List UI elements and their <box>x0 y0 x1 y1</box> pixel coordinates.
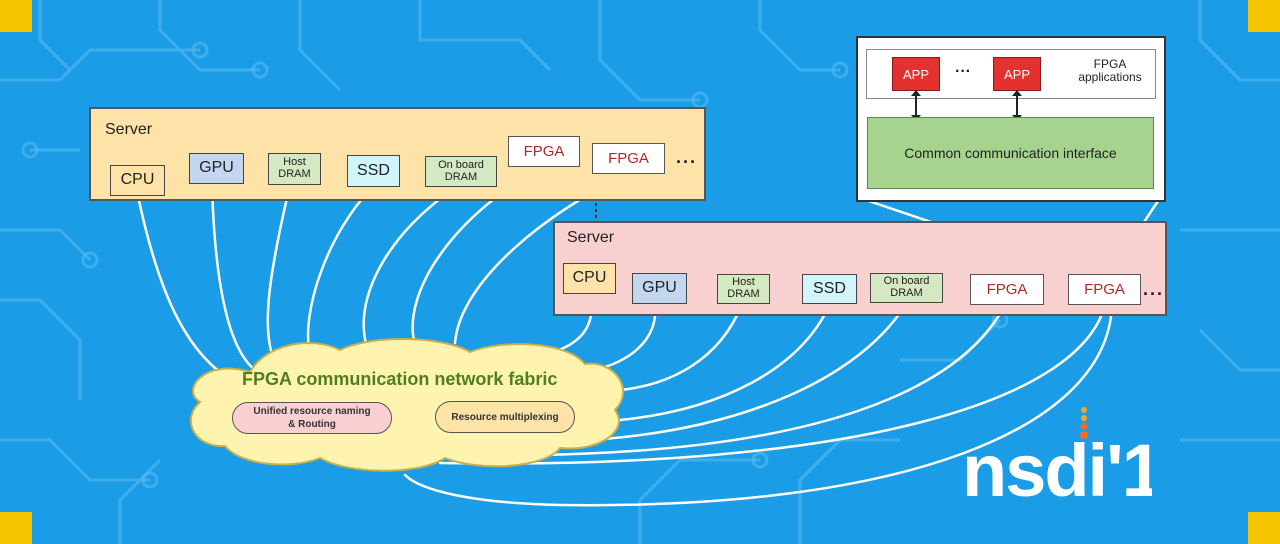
resource-naming-routing-pill: Unified resource naming & Routing <box>232 402 392 434</box>
server-2-title: Server <box>567 229 615 246</box>
server-2-ellipsis: ··· <box>1143 284 1164 304</box>
common-communication-interface: Common communication interface <box>867 117 1154 189</box>
server-2-ssd: SSD <box>802 274 857 304</box>
corner-decoration <box>1248 512 1280 544</box>
server-1-host-dram: Host DRAM <box>268 153 321 185</box>
server-2-fpga-1: FPGA <box>970 274 1044 305</box>
server-1-onboard-dram: On board DRAM <box>425 156 497 187</box>
app-2-bidirectional-arrow <box>1012 90 1022 121</box>
server-1-ellipsis: ··· <box>676 152 697 172</box>
resource-multiplexing-pill: Resource multiplexing <box>435 401 575 433</box>
server-1-gpu: GPU <box>189 153 244 184</box>
app-box-2: APP <box>993 57 1041 91</box>
server-1-ssd: SSD <box>347 155 400 187</box>
server-2-fpga-2: FPGA <box>1068 274 1141 305</box>
server-1-fpga-2: FPGA <box>592 143 665 174</box>
fabric-title: FPGA communication network fabric <box>242 369 558 389</box>
svg-text:nsdi'19: nsdi'19 <box>962 429 1152 504</box>
corner-decoration <box>1248 0 1280 32</box>
nsdi-19-logo: nsdi'19 <box>962 407 1152 504</box>
fpga-applications-label: FPGA applications <box>1078 57 1142 85</box>
server-2-cpu: CPU <box>563 263 616 294</box>
server-2-host-dram: Host DRAM <box>717 274 770 304</box>
server-1-fpga-1: FPGA <box>508 136 580 167</box>
server-1-cpu: CPU <box>110 165 165 196</box>
server-2-onboard-dram: On board DRAM <box>870 273 943 303</box>
server-1-title: Server <box>105 121 153 138</box>
server-2-gpu: GPU <box>632 273 687 304</box>
corner-decoration <box>0 0 32 32</box>
app-ellipsis: ··· <box>955 63 971 80</box>
corner-decoration <box>0 512 32 544</box>
app-1-bidirectional-arrow <box>911 90 921 121</box>
app-box-1: APP <box>892 57 940 91</box>
